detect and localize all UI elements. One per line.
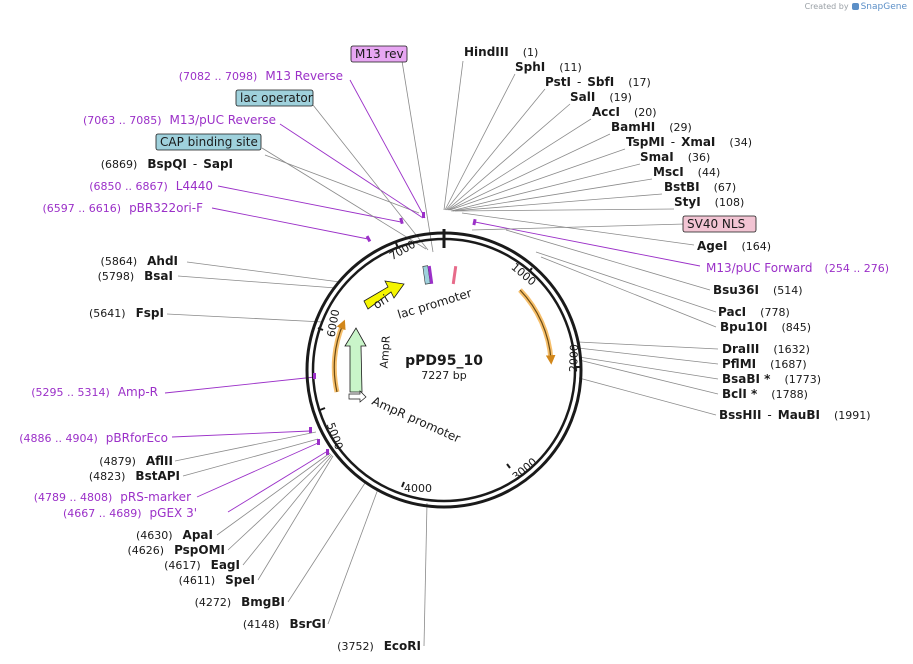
ori-label: ori bbox=[371, 292, 392, 312]
primer-label[interactable]: (7063 .. 7085)M13/pUC Reverse bbox=[83, 113, 276, 127]
orf-arc-left-arrow bbox=[333, 319, 346, 393]
cap-label: CAP binding site bbox=[160, 135, 258, 149]
enzyme-site-label[interactable]: HindIII(1) bbox=[464, 45, 538, 59]
enzyme-site-label[interactable]: BclI *(1788) bbox=[722, 387, 808, 401]
enzyme-site-label[interactable]: SalI(19) bbox=[570, 90, 632, 104]
enzyme-site-label[interactable]: MscI(44) bbox=[653, 165, 720, 179]
enzyme-site-label[interactable]: (4617)EagI bbox=[164, 558, 240, 572]
enzyme-site-label[interactable]: BamHI(29) bbox=[611, 120, 692, 134]
enzyme-labels-left: (6869)BspQI-SapI (5864)AhdI (5798)BsaI (… bbox=[89, 157, 421, 653]
enzyme-site-label[interactable]: (4272)BmgBI bbox=[195, 595, 285, 609]
primer-label[interactable]: M13/pUC Forward(254 .. 276) bbox=[706, 261, 889, 275]
primer-label[interactable]: (4789 .. 4808)pRS-marker bbox=[34, 490, 191, 504]
enzyme-site-label[interactable]: Bpu10I(845) bbox=[720, 320, 811, 334]
tick-marks bbox=[317, 242, 580, 488]
enzyme-site-label[interactable]: (4148)BsrGI bbox=[243, 617, 326, 631]
enzyme-site-label[interactable]: (4611)SpeI bbox=[179, 573, 255, 587]
enzyme-site-label[interactable]: PstI-SbfI(17) bbox=[545, 75, 651, 89]
enzyme-site-label[interactable]: PflMI(1687) bbox=[722, 357, 807, 371]
enzyme-leader-lines-left bbox=[166, 154, 428, 647]
enzyme-site-label[interactable]: PacI(778) bbox=[718, 305, 790, 319]
primer-leader-lines bbox=[164, 79, 701, 513]
enzyme-site-label[interactable]: (4630)ApaI bbox=[136, 528, 213, 542]
ampr-label: AmpR bbox=[378, 335, 393, 369]
plasmid-name: pPD95_10 bbox=[405, 353, 483, 369]
primer-labels: (7082 .. 7098)M13 Reverse (7063 .. 7085)… bbox=[19, 69, 889, 520]
feature-box-m13rev[interactable]: M13 rev bbox=[350, 45, 408, 63]
enzyme-site-label[interactable]: AccI(20) bbox=[592, 105, 657, 119]
enzyme-site-label[interactable]: (5641)FspI bbox=[89, 306, 164, 320]
primer-label[interactable]: (5295 .. 5314)Amp-R bbox=[31, 385, 158, 399]
enzyme-site-label[interactable]: StyI(108) bbox=[674, 195, 744, 209]
m13rev-label: M13 rev bbox=[355, 47, 404, 61]
enzyme-site-label[interactable]: BsaBI *(1773) bbox=[722, 372, 821, 386]
tick-2000: 2000 bbox=[567, 344, 581, 372]
lac-promoter-label: lac promoter bbox=[396, 286, 474, 322]
enzyme-site-label[interactable]: (5798)BsaI bbox=[98, 269, 173, 283]
enzyme-site-label[interactable]: (4626)PspOMI bbox=[127, 543, 225, 557]
feature-box-lac-operator[interactable]: lac operator bbox=[235, 89, 314, 107]
enzyme-site-label[interactable]: (6869)BspQI-SapI bbox=[101, 157, 233, 171]
tick-7000: 7000 bbox=[387, 238, 418, 263]
credit-prefix: Created by bbox=[804, 2, 849, 11]
primer-label[interactable]: (6597 .. 6616)pBR322ori-F bbox=[43, 201, 204, 215]
enzyme-site-label[interactable]: BssHII-MauBI(1991) bbox=[719, 408, 871, 422]
enzyme-leader-lines-right bbox=[443, 60, 719, 416]
primer-label[interactable]: (6850 .. 6867)L4440 bbox=[89, 179, 213, 193]
ori-feature[interactable] bbox=[363, 280, 405, 310]
enzyme-site-label[interactable]: (4823)BstAPI bbox=[89, 469, 180, 483]
credit-brand: SnapGene bbox=[860, 2, 907, 12]
enzyme-site-label[interactable]: SphI(11) bbox=[515, 60, 582, 74]
ampr-promoter-feature[interactable] bbox=[348, 390, 367, 403]
enzyme-site-label[interactable]: (5864)AhdI bbox=[101, 254, 178, 268]
tick-4000: 4000 bbox=[404, 482, 432, 495]
feature-box-sv40[interactable]: SV40 NLS bbox=[682, 215, 757, 233]
orf-arc-right-arrow bbox=[519, 289, 556, 365]
enzyme-site-label[interactable]: TspMI-XmaI(34) bbox=[626, 135, 752, 149]
ampr-promoter-label: AmpR promoter bbox=[370, 394, 463, 446]
sv40-nls-block[interactable] bbox=[451, 265, 458, 285]
lac-operator-label: lac operator bbox=[240, 91, 313, 105]
primer-label[interactable]: (7082 .. 7098)M13 Reverse bbox=[179, 69, 343, 83]
enzyme-name: HindIII bbox=[464, 45, 509, 59]
enzyme-site-label[interactable]: Bsu36I(514) bbox=[713, 283, 803, 297]
snapgene-logo-icon bbox=[851, 3, 859, 10]
enzyme-site-label[interactable]: DraIII(1632) bbox=[722, 342, 810, 356]
primer-label[interactable]: (4886 .. 4904)pBRforEco bbox=[19, 431, 168, 445]
sv40-label: SV40 NLS bbox=[687, 217, 745, 231]
lac-operator-block[interactable] bbox=[427, 265, 434, 285]
enzyme-site-label[interactable]: AgeI(164) bbox=[697, 239, 771, 253]
ampr-feature[interactable] bbox=[344, 327, 367, 393]
feature-box-cap[interactable]: CAP binding site bbox=[155, 133, 262, 151]
backbone-site-marks bbox=[309, 212, 477, 455]
enzyme-site-label[interactable]: SmaI(36) bbox=[640, 150, 710, 164]
enzyme-labels-right: HindIII(1) SphI(11) PstI-SbfI(17) SalI(1… bbox=[464, 45, 871, 422]
tick-5000: 5000 bbox=[324, 421, 346, 452]
enzyme-site-label[interactable]: (4879)AflII bbox=[99, 454, 173, 468]
plasmid-length: 7227 bp bbox=[421, 369, 466, 382]
snapgene-credit: Created by SnapGene bbox=[805, 2, 907, 12]
enzyme-site-label[interactable]: BstBI(67) bbox=[664, 180, 736, 194]
orf-arc-right bbox=[518, 288, 554, 361]
primer-label[interactable]: (4667 .. 4689)pGEX 3' bbox=[63, 506, 197, 520]
enzyme-site-label[interactable]: (3752)EcoRI bbox=[337, 639, 421, 653]
feature-box-lines bbox=[261, 60, 686, 253]
